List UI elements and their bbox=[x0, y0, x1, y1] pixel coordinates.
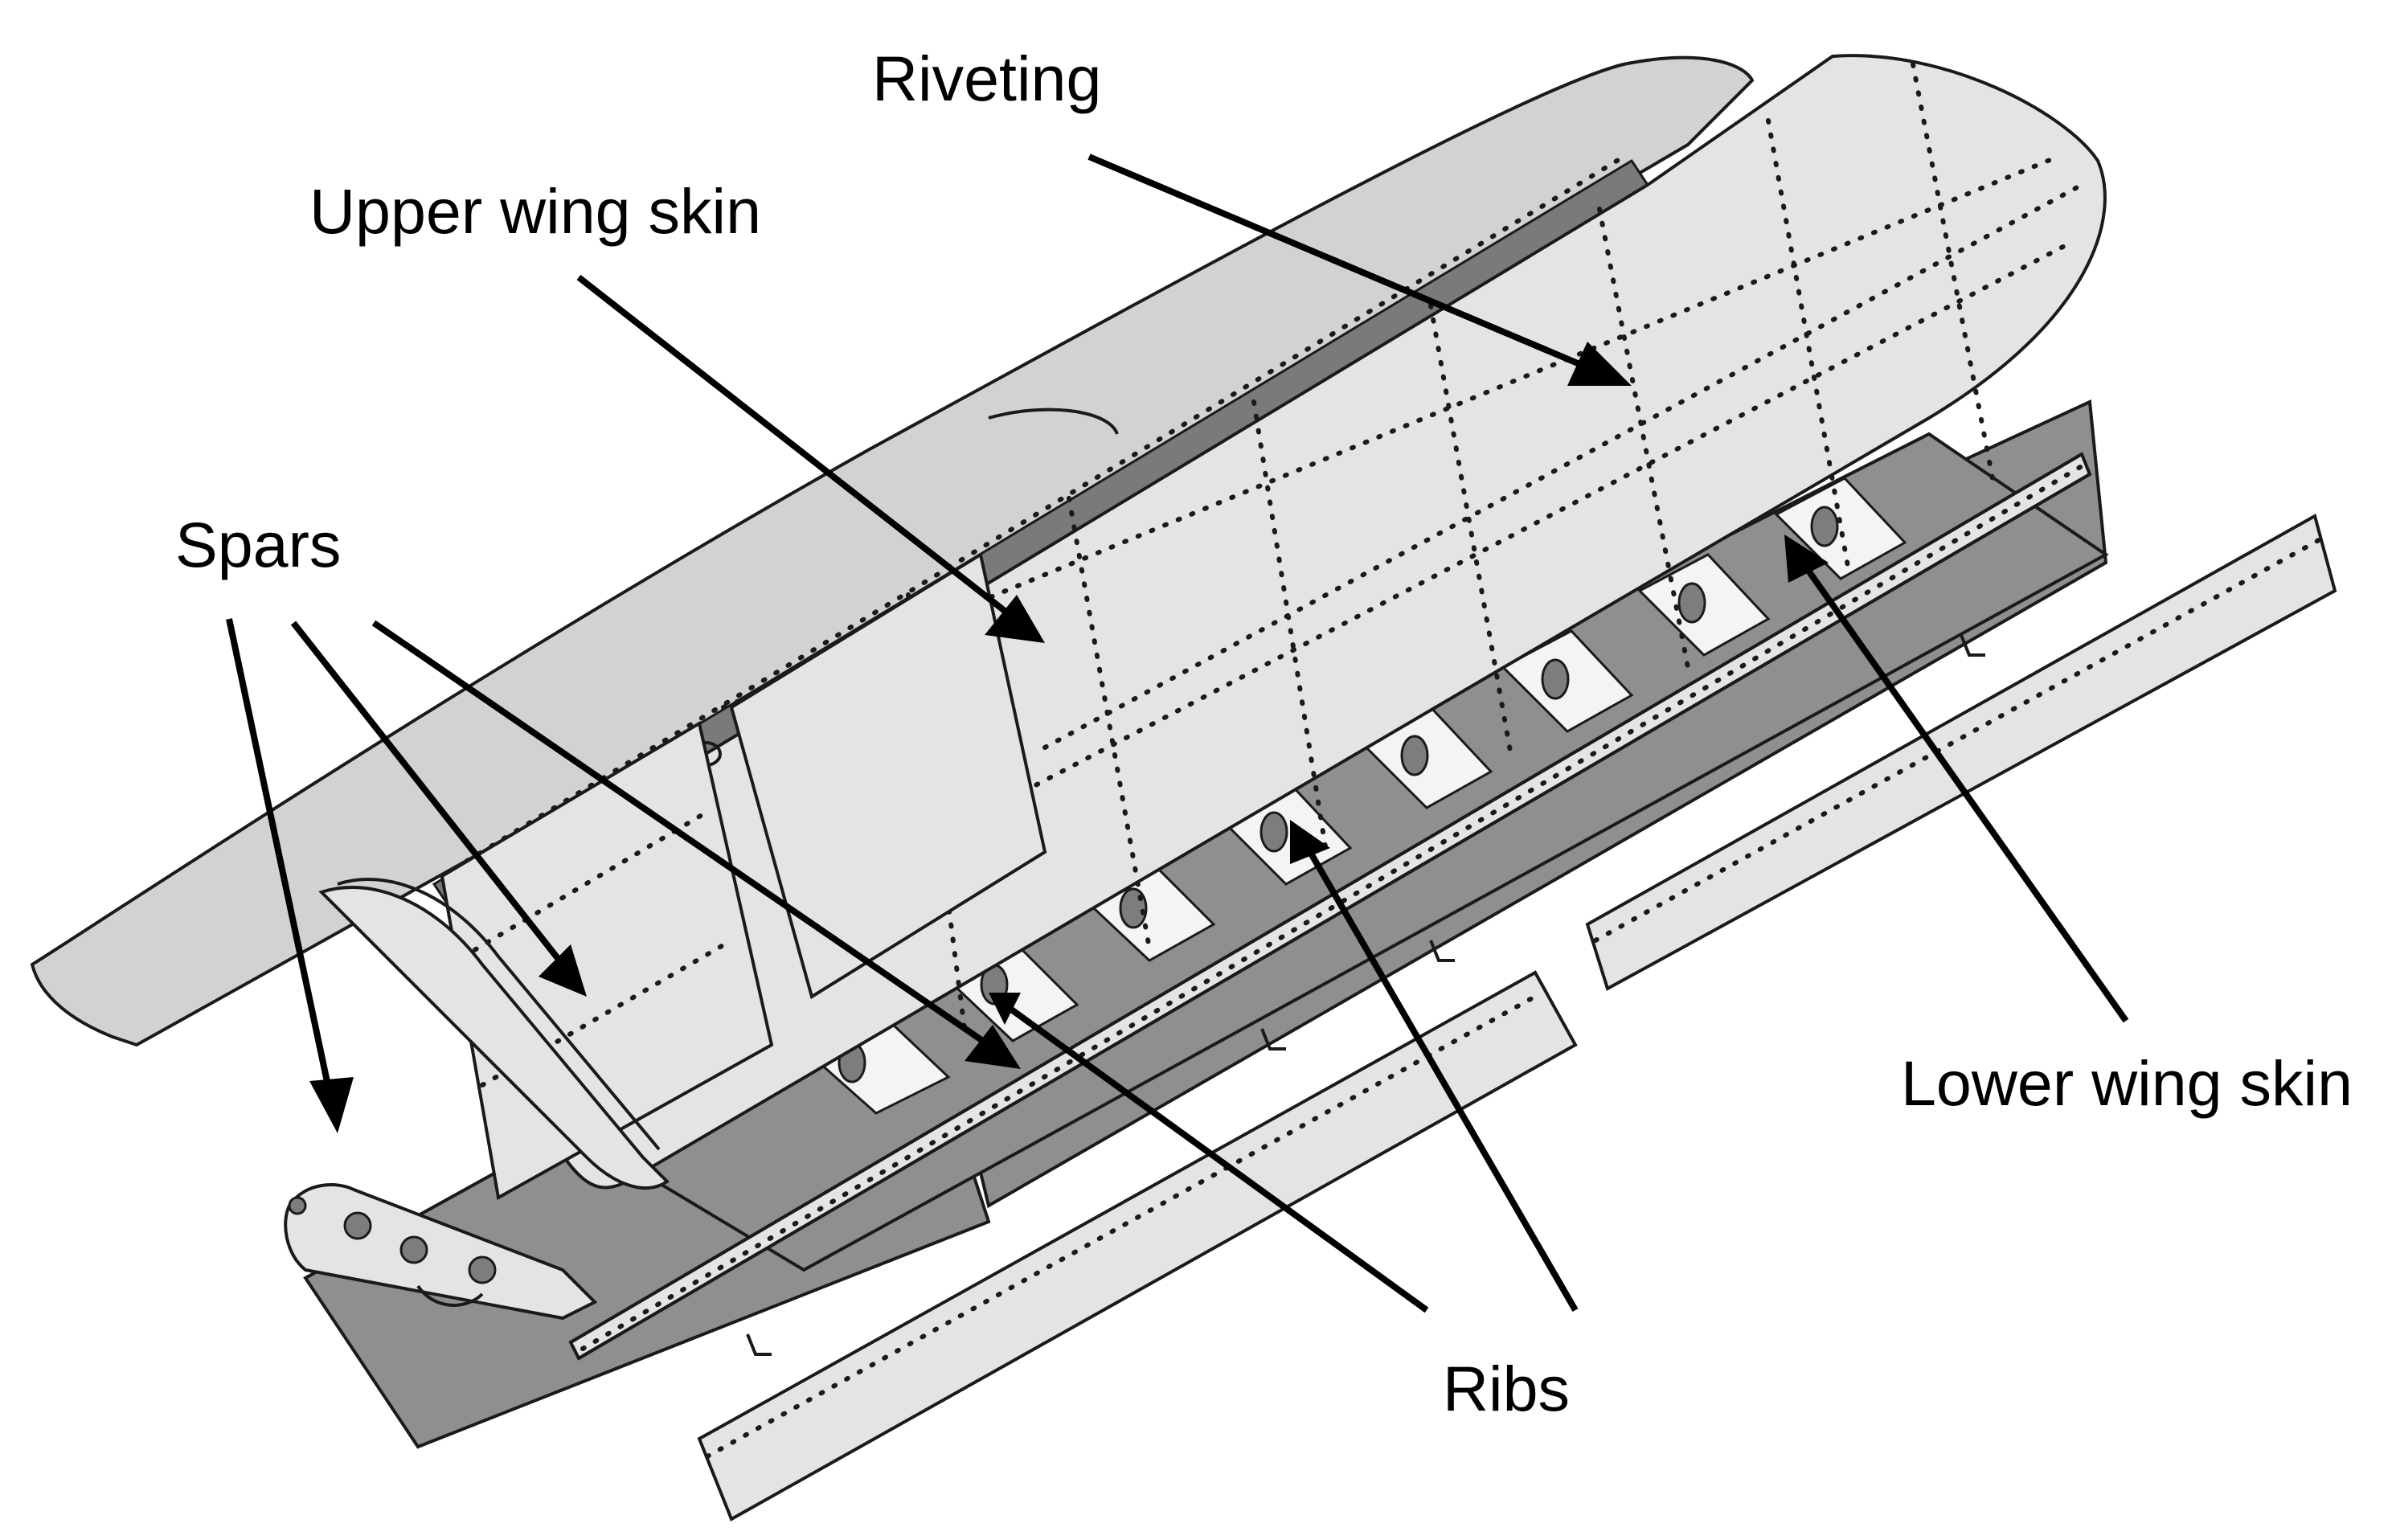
riveting-arrowhead bbox=[1567, 342, 1632, 386]
spars-leader-1 bbox=[226, 618, 333, 1094]
upper-skin-leader bbox=[576, 274, 1007, 614]
label-upper-wing-skin: Upper wing skin bbox=[309, 175, 761, 247]
ribs-arrowhead-1 bbox=[989, 993, 1021, 1025]
label-lower-wing-skin: Lower wing skin bbox=[1901, 1047, 2353, 1119]
lower-skin-leader bbox=[1805, 568, 2129, 1023]
fitting-hole bbox=[399, 1235, 428, 1264]
spars-leader-2 bbox=[290, 621, 566, 967]
rib-lightening-hole bbox=[1259, 811, 1288, 853]
root-rib bbox=[318, 886, 670, 1190]
rib-lightening-hole bbox=[1541, 658, 1570, 700]
rib-lightening-hole bbox=[1119, 887, 1148, 929]
rib-lightening-hole bbox=[1400, 735, 1429, 776]
upper-skin-arrowhead bbox=[985, 595, 1045, 643]
inspection-panel bbox=[729, 551, 1047, 1000]
spars-arrowhead-2 bbox=[539, 944, 587, 997]
label-riveting: Riveting bbox=[872, 43, 1101, 114]
ribs-arrowhead-2 bbox=[1290, 820, 1330, 864]
ribs-leader-2 bbox=[1307, 850, 1579, 1313]
fitting-hole bbox=[288, 1196, 307, 1215]
riveting-leader bbox=[1087, 154, 1585, 369]
fitting-hole bbox=[468, 1255, 497, 1284]
spars-arrowhead-1 bbox=[309, 1077, 354, 1133]
labels: Riveting Upper wing skin Spars Lower win… bbox=[175, 43, 2353, 1424]
lower-skin-strip-right bbox=[1585, 513, 2337, 991]
wing-root bbox=[284, 878, 670, 1321]
ribs-leader-1 bbox=[1002, 1001, 1429, 1313]
label-ribs: Ribs bbox=[1443, 1353, 1570, 1424]
label-spars: Spars bbox=[175, 509, 341, 580]
leader-lines bbox=[226, 154, 2129, 1313]
spars-leader-3 bbox=[371, 620, 991, 1048]
fitting-hole bbox=[343, 1211, 372, 1240]
lower-skin-strip-bottom bbox=[697, 970, 1578, 1522]
spars-arrowhead-3 bbox=[965, 1025, 1021, 1069]
upper-skin bbox=[30, 54, 2107, 1201]
rib-lightening-hole bbox=[1810, 506, 1839, 547]
lower-skin-arrowhead bbox=[1784, 534, 1829, 583]
rib-lightening-hole bbox=[1677, 582, 1706, 624]
